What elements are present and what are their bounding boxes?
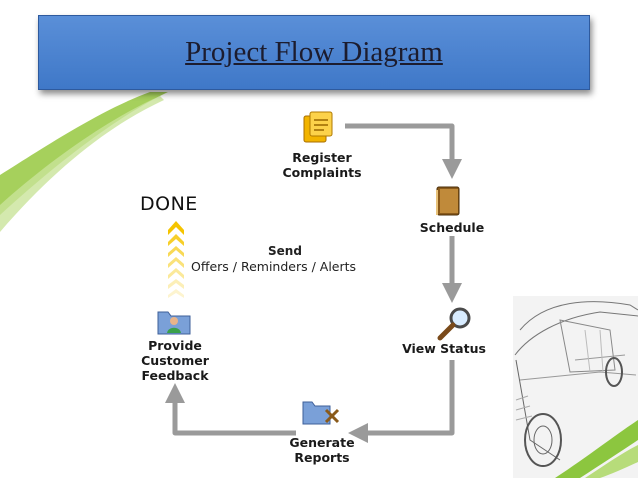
car-sketch-image [513,296,638,478]
send-items-label: Offers / Reminders / Alerts [191,259,357,274]
green-swoosh-right [555,420,638,478]
arrow-register-to-schedule [345,123,462,179]
done-label: DONE [140,193,198,215]
book-icon [436,186,460,216]
page-title: Project Flow Diagram [185,36,443,68]
user-folder-icon [157,311,191,335]
step-label-line: Feedback [141,368,209,383]
step-schedule: Schedule [402,220,502,235]
magnifier-icon [437,307,471,341]
step-label-line: Register [292,150,352,165]
step-provide-customer-feedback: Provide Customer Feedback [120,338,230,383]
step-generate-reports: Generate Reports [262,435,382,465]
arrow-reports-to-feedback [165,383,296,436]
step-label-line: Reports [294,450,350,465]
step-view-status: View Status [384,341,504,356]
arrow-viewstatus-to-reports [348,360,455,443]
step-register-complaints: Register Complaints [262,150,382,180]
folder-tools-icon [302,401,340,425]
step-label-line: Generate [289,435,355,450]
step-label-line: Complaints [282,165,362,180]
step-label-line: Customer [141,353,209,368]
notes-icon [303,111,333,143]
title-banner: Project Flow Diagram [38,15,590,90]
step-label-line: Schedule [419,220,485,235]
done-chevrons [168,221,184,298]
step-label-line: View Status [402,341,486,356]
send-label: Send [268,244,302,258]
step-label-line: Provide [148,338,202,353]
